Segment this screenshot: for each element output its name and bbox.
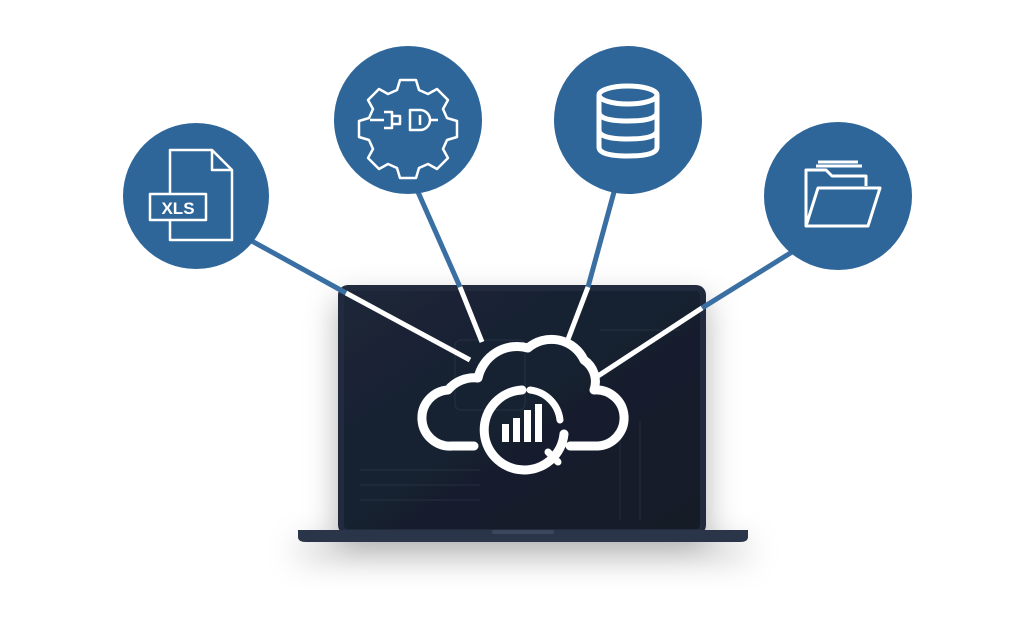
folder-icon xyxy=(804,160,882,228)
node-api-connector xyxy=(334,46,482,194)
xls-file-icon xyxy=(148,148,234,242)
laptop-base xyxy=(298,530,748,542)
node-xls-file: XLS xyxy=(123,123,269,269)
node-folder xyxy=(764,122,912,270)
laptop-screen xyxy=(344,291,700,529)
bar-chart-icon xyxy=(502,404,542,442)
laptop-notch xyxy=(492,530,554,534)
laptop xyxy=(298,285,748,542)
node-database xyxy=(554,46,702,194)
database-icon xyxy=(596,83,660,159)
connector-api xyxy=(415,190,463,289)
connector-lines xyxy=(248,190,794,379)
connector-database xyxy=(585,191,617,288)
connector-folder-screen-segment xyxy=(596,305,704,379)
xls-label: XLS xyxy=(161,199,194,218)
connector-xls xyxy=(248,237,348,296)
connector-folder xyxy=(700,249,794,311)
gear-plug-icon xyxy=(357,78,459,180)
cloud-analytics-icon xyxy=(417,334,629,475)
connector-api-screen-segment xyxy=(457,286,485,343)
connector-xls-screen-segment xyxy=(344,290,472,363)
connector-database-screen-segment xyxy=(564,286,591,343)
